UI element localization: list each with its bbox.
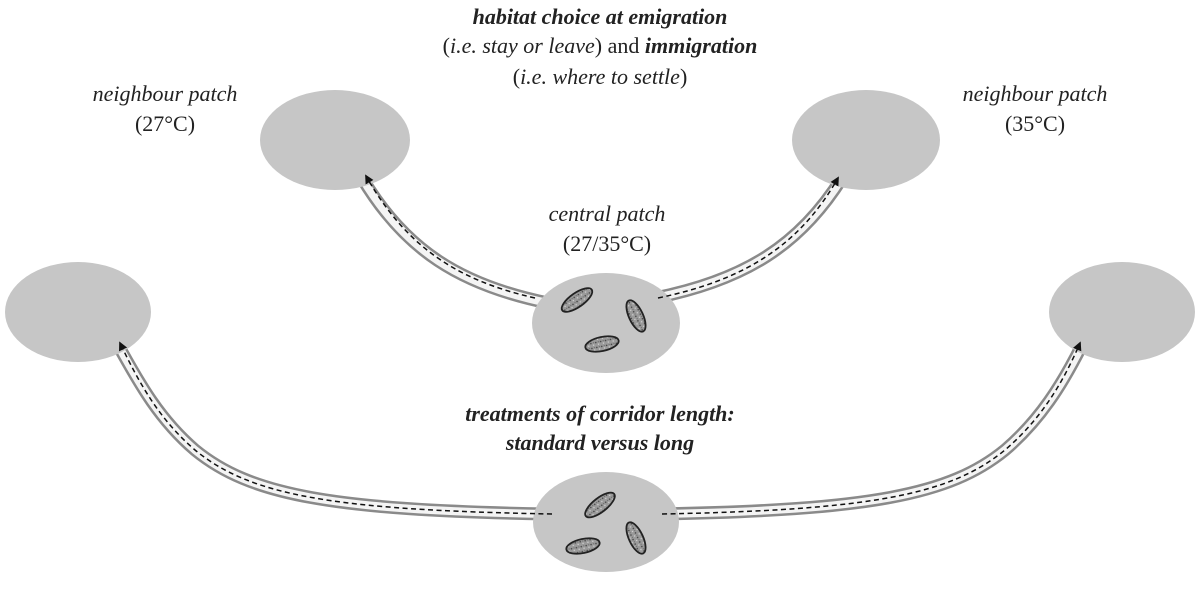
header-line2-open: ( xyxy=(442,33,450,58)
header-title: habitat choice at emigration xyxy=(400,3,800,30)
header-line2-mid: ) and xyxy=(594,33,645,58)
organism xyxy=(584,491,616,519)
organism xyxy=(625,299,647,333)
long-corridor-system xyxy=(5,262,1195,572)
neighbour-patch-35-top xyxy=(792,90,940,190)
organisms-bottom xyxy=(565,491,647,555)
right-patch-title: neighbour patch xyxy=(962,81,1108,106)
central-patch-bottom xyxy=(533,472,679,572)
corridor-top-left xyxy=(356,174,550,310)
left-patch-temp: (27°C) xyxy=(134,111,196,136)
dispersal-arrow-bottom-left xyxy=(119,341,553,515)
corridor-bottom-right xyxy=(659,342,1088,521)
dispersal-arrow-bottom-right xyxy=(661,341,1082,515)
header-line3: (i.e. where to settle) xyxy=(400,63,800,90)
central-patch-title: central patch xyxy=(548,201,666,226)
organism xyxy=(625,521,647,555)
organisms-top xyxy=(560,287,647,353)
dispersal-arrow-top-left xyxy=(365,174,536,299)
organism xyxy=(565,537,601,555)
header-line2: (i.e. stay or leave) and immigration xyxy=(340,32,860,59)
treatments-line1: treatments of corridor length: xyxy=(465,401,735,426)
central-patch-temp: (27/35°C) xyxy=(562,231,652,256)
dispersal-arrow-top-right xyxy=(657,176,839,299)
treatments-line2: standard versus long xyxy=(505,430,695,455)
neighbour-patch-27-top xyxy=(260,90,410,190)
header-line2-bold: immigration xyxy=(644,33,758,58)
header-line3-italic: i.e. where to settle xyxy=(520,64,680,89)
organism xyxy=(584,335,620,353)
neighbour-patch-27-bottom xyxy=(5,262,151,362)
organism xyxy=(560,287,594,313)
neighbour-patch-35-bottom xyxy=(1049,262,1195,362)
right-patch-temp: (35°C) xyxy=(1004,111,1066,136)
header-line2-italic: i.e. stay or leave xyxy=(449,33,595,58)
central-patch-top xyxy=(532,273,680,373)
header-line1: habitat choice at emigration xyxy=(472,4,728,29)
left-patch-title: neighbour patch xyxy=(92,81,238,106)
standard-corridor-system xyxy=(260,90,940,373)
header-line3-close: ) xyxy=(679,64,688,89)
header-line3-open: ( xyxy=(512,64,521,89)
